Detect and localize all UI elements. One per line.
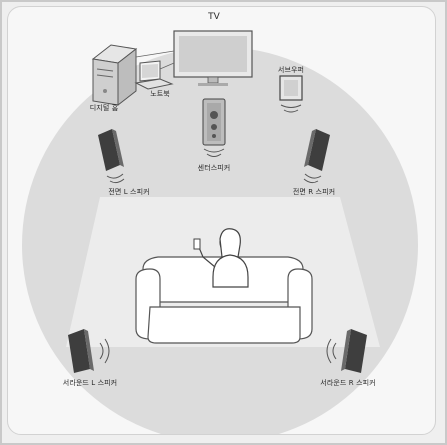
front-right-speaker-label: 전면 R 스피커 <box>293 187 335 197</box>
digital-home-label: 디지털 홈 <box>90 103 119 113</box>
laptop-label: 노트북 <box>150 89 170 99</box>
subwoofer-label: 서브우퍼 <box>278 65 304 75</box>
desktop-pc-icon <box>93 45 136 105</box>
surround-left-speaker-label: 서라운드 L 스피커 <box>63 378 117 388</box>
tv-label: TV <box>208 12 220 22</box>
center-speaker-label: 센터스피커 <box>198 163 231 173</box>
speaker-layout-diagram <box>8 7 436 435</box>
diagram-card: TV 디지털 홈 노트북 서브우퍼 센터스피커 전면 L 스피커 전면 R 스피… <box>7 6 436 435</box>
front-left-speaker-label: 전면 L 스피커 <box>108 187 149 197</box>
surround-right-speaker-label: 서라운드 R 스피커 <box>320 378 375 388</box>
